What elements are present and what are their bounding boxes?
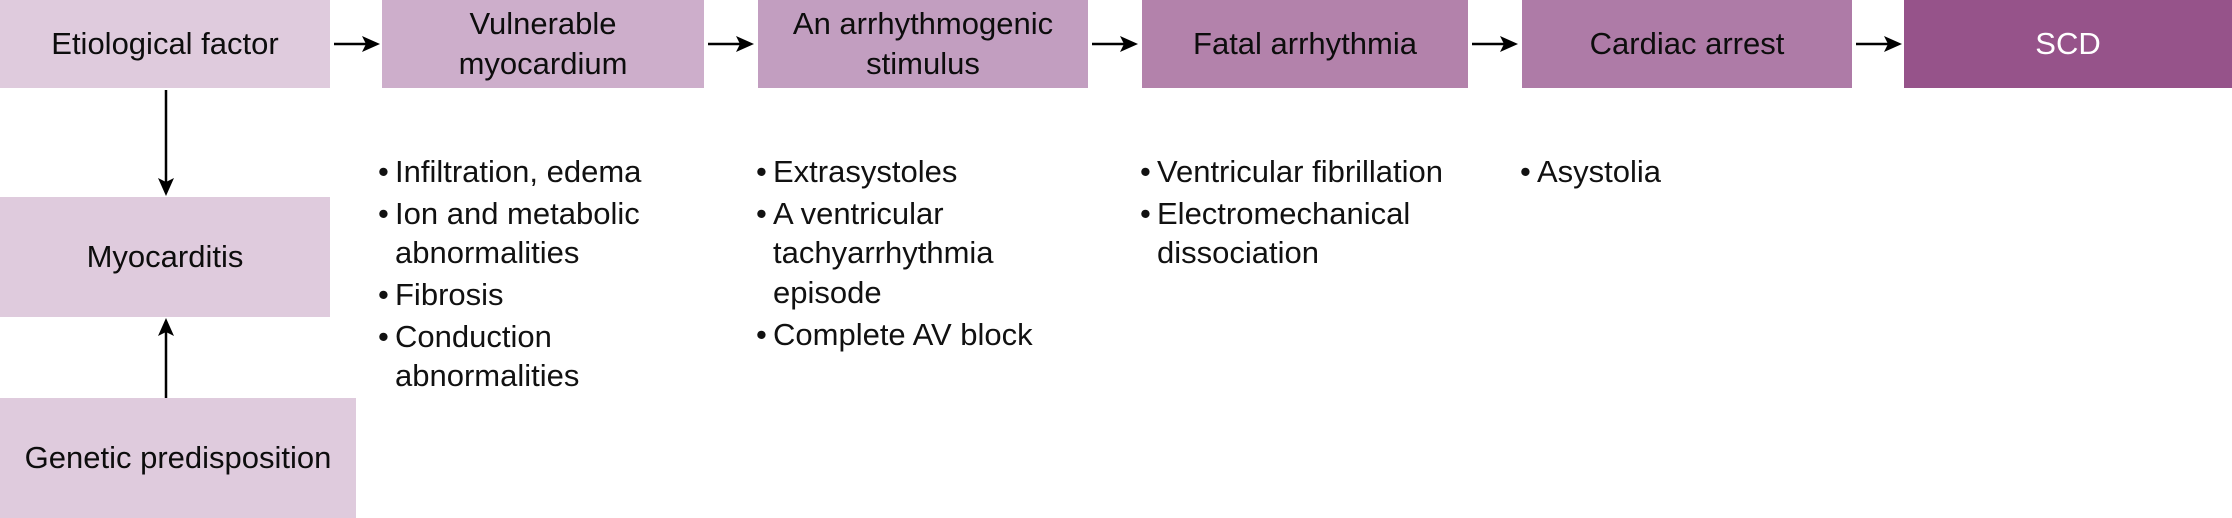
list-item-label: Infiltration, edema — [395, 154, 642, 189]
process-box-vulnerable-myocardium[interactable]: Vulnerable myocardium — [382, 0, 704, 88]
process-box-label: Cardiac arrest — [1589, 26, 1785, 62]
list-item-label: Asystolia — [1537, 154, 1662, 189]
arrow-right-icon-5 — [1856, 36, 1902, 52]
arrow-right-icon-3 — [1092, 36, 1138, 52]
bullet-icon: • — [378, 154, 389, 189]
list-item: • Extrasystoles — [756, 152, 1056, 192]
bullet-icon: • — [1140, 195, 1151, 231]
bullet-icon: • — [378, 318, 389, 354]
list-item-label: A ventricular tachyarrhythmia episode — [773, 195, 994, 311]
process-box-etiological-factor[interactable]: Etiological factor — [0, 0, 330, 88]
bullet-icon: • — [756, 316, 767, 352]
bullet-icon: • — [1520, 154, 1531, 189]
process-box-label: SCD — [2035, 26, 2101, 62]
process-box-cardiac-arrest[interactable]: Cardiac arrest — [1522, 0, 1852, 88]
list-item: • Ion and metabolic abnormalities — [378, 194, 678, 273]
bullet-icon: • — [378, 277, 389, 313]
list-item: • Infiltration, edema — [378, 152, 678, 192]
list-item: • Ventricular fibrillation — [1140, 152, 1470, 192]
bullet-icon: • — [1140, 154, 1151, 189]
list-item: • Conduction abnormalities — [378, 317, 678, 396]
list-item-label: Conduction abnormalities — [395, 318, 580, 394]
list-item-label: Complete AV block — [773, 316, 1033, 352]
process-box-label: An arrhythmogenic stimulus — [792, 6, 1054, 81]
process-box-label: Genetic predisposition — [24, 440, 332, 476]
process-box-arrhythmogenic-stimulus[interactable]: An arrhythmogenic stimulus — [758, 0, 1088, 88]
bullet-list-vulnerable-myocardium: • Infiltration, edema • Ion and metaboli… — [378, 152, 678, 398]
arrow-right-icon-1 — [334, 36, 380, 52]
arrow-up-icon-genetics-to-myocarditis — [158, 318, 174, 400]
bullet-icon: • — [756, 154, 767, 189]
bullet-icon: • — [378, 195, 389, 231]
arrow-right-icon-2 — [708, 36, 754, 52]
bullet-list-cardiac-arrest: • Asystolia — [1520, 152, 1820, 194]
process-box-fatal-arrhythmia[interactable]: Fatal arrhythmia — [1142, 0, 1468, 88]
list-item-label: Ion and metabolic abnormalities — [395, 195, 640, 271]
arrow-right-icon-4 — [1472, 36, 1518, 52]
list-item-label: Ventricular fibrillation — [1157, 154, 1444, 189]
bullet-icon: • — [756, 195, 767, 231]
list-item-label: Fibrosis — [395, 277, 504, 313]
process-box-label: Vulnerable myocardium — [458, 6, 628, 81]
list-item: • Fibrosis — [378, 275, 678, 315]
process-box-label: Myocarditis — [86, 239, 244, 275]
process-box-label: Etiological factor — [51, 26, 279, 62]
list-item: • Electromechanical dissociation — [1140, 194, 1470, 273]
list-item: • A ventricular tachyarrhythmia episode — [756, 194, 1056, 313]
list-item-label: Extrasystoles — [773, 154, 958, 189]
process-box-label: Fatal arrhythmia — [1193, 26, 1417, 62]
arrow-down-icon-etiology-to-myocarditis — [158, 90, 174, 196]
bullet-list-fatal-arrhythmia: • Ventricular fibrillation • Electromech… — [1140, 152, 1470, 275]
bullet-list-arrhythmogenic-stimulus: • Extrasystoles • A ventricular tachyarr… — [756, 152, 1056, 356]
process-box-scd[interactable]: SCD — [1904, 0, 2232, 88]
list-item: • Complete AV block — [756, 315, 1056, 355]
list-item: • Asystolia — [1520, 152, 1820, 192]
process-box-genetic-predisposition[interactable]: Genetic predisposition — [0, 398, 356, 518]
list-item-label: Electromechanical dissociation — [1157, 195, 1411, 271]
process-box-myocarditis[interactable]: Myocarditis — [0, 197, 330, 317]
